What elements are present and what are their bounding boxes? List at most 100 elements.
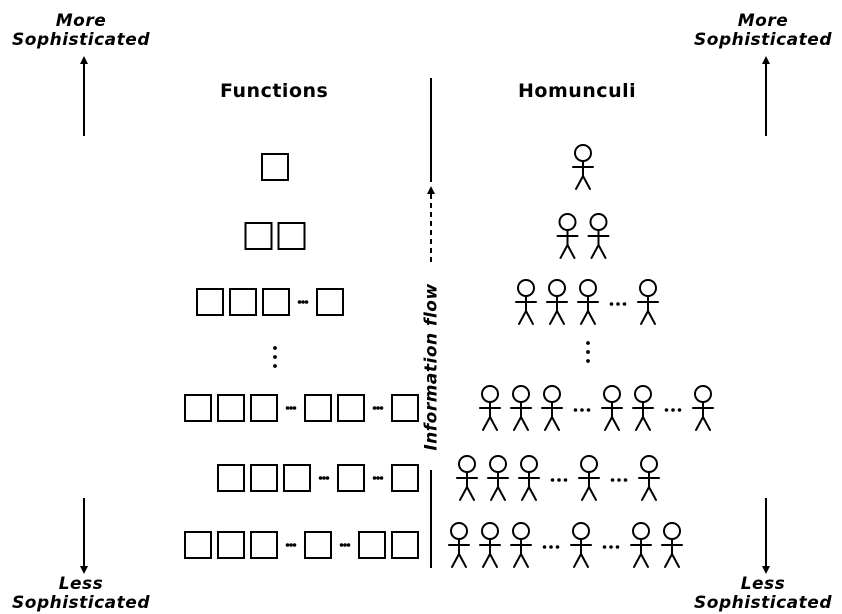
ellipsis-dot <box>623 478 628 482</box>
homunculus-figure <box>692 385 714 431</box>
ellipsis-dot <box>671 408 675 412</box>
ellipsis-dot <box>372 406 377 410</box>
ellipsis-dot <box>610 478 615 482</box>
homunculus-figure <box>587 213 610 259</box>
function-box <box>217 531 245 559</box>
ellipsis-dot <box>346 543 351 547</box>
ellipsis-dot <box>580 408 584 412</box>
ellipsis-dot <box>609 545 613 549</box>
ellipsis-dot <box>573 408 578 412</box>
ellipsis-dot <box>622 302 627 306</box>
bottom-left-label-line1: Less <box>58 574 104 594</box>
homunculus-figure <box>510 522 532 568</box>
ellipsis-dot <box>664 408 669 412</box>
bottom-right-label: Less Sophisticated <box>684 575 842 613</box>
homunculus-figure <box>515 279 537 325</box>
homunculus-figure <box>601 385 623 431</box>
ellipsis-dot <box>372 476 377 480</box>
vertical-ellipsis-dot <box>586 341 590 345</box>
vertical-ellipsis-dot <box>586 359 590 363</box>
homunculus-figure <box>632 385 654 431</box>
functions-pyramid <box>184 153 419 559</box>
ellipsis-dot <box>325 476 330 480</box>
function-box <box>196 288 224 316</box>
ellipsis-dot <box>376 406 380 410</box>
ellipsis-dot <box>563 478 568 482</box>
function-box <box>304 531 332 559</box>
homunculus-figure <box>630 522 652 568</box>
vertical-ellipsis-dot <box>586 350 590 354</box>
homunculus-figure <box>541 385 563 431</box>
homunculus-figure <box>638 455 660 501</box>
ellipsis-dot <box>549 545 553 549</box>
homunculus-figure <box>578 455 600 501</box>
homunculus-figure <box>456 455 478 501</box>
bottom-left-label: Less Sophisticated <box>2 575 160 613</box>
function-box <box>358 531 386 559</box>
bottom-left-label-line2: Sophisticated <box>12 593 150 613</box>
function-box <box>261 153 289 181</box>
homunculus-figure <box>637 279 659 325</box>
function-box <box>184 531 212 559</box>
function-box <box>277 222 306 250</box>
ellipsis-dot <box>557 478 561 482</box>
function-box <box>304 394 332 422</box>
homunculus-figure <box>577 279 599 325</box>
function-box <box>391 394 419 422</box>
ellipsis-dot <box>289 543 293 547</box>
homunculus-figure <box>572 144 594 190</box>
function-box <box>337 394 365 422</box>
bottom-right-label-line2: Sophisticated <box>694 593 832 613</box>
ellipsis-dot <box>379 476 384 480</box>
top-left-label-line1: More <box>55 11 107 31</box>
top-right-label-line1: More <box>737 11 789 31</box>
homunculus-figure <box>479 522 501 568</box>
function-box <box>184 394 212 422</box>
ellipsis-dot <box>297 300 302 304</box>
homunculus-figure <box>518 455 540 501</box>
top-left-label: More Sophisticated <box>2 12 160 50</box>
ellipsis-dot <box>376 476 380 480</box>
ellipsis-dot <box>292 406 297 410</box>
ellipsis-dot <box>289 406 293 410</box>
function-box <box>283 464 311 492</box>
function-box <box>229 288 257 316</box>
ellipsis-dot <box>617 478 621 482</box>
ellipsis-dot <box>586 408 591 412</box>
ellipsis-dot <box>304 300 309 304</box>
ellipsis-dot <box>322 476 326 480</box>
functions-title: Functions <box>220 80 329 102</box>
function-box <box>250 531 278 559</box>
bottom-right-label-line1: Less <box>740 574 786 594</box>
ellipsis-dot <box>318 476 323 480</box>
homunculus-figure <box>479 385 501 431</box>
ellipsis-dot <box>615 545 620 549</box>
homunculus-figure <box>510 385 532 431</box>
homunculus-figure <box>570 522 592 568</box>
ellipsis-dot <box>677 408 682 412</box>
ellipsis-dot <box>542 545 547 549</box>
function-box <box>316 288 344 316</box>
top-right-label-line2: Sophisticated <box>694 30 832 50</box>
homunculus-figure <box>661 522 683 568</box>
homunculus-figure <box>546 279 568 325</box>
ellipsis-dot <box>301 300 305 304</box>
homunculus-figure <box>487 455 509 501</box>
top-right-label: More Sophisticated <box>684 12 842 50</box>
ellipsis-dot <box>602 545 607 549</box>
information-flow-label: Information flow <box>421 283 442 451</box>
ellipsis-dot <box>550 478 555 482</box>
top-left-label-line2: Sophisticated <box>12 30 150 50</box>
function-box <box>250 464 278 492</box>
ellipsis-dot <box>285 543 290 547</box>
function-box <box>391 464 419 492</box>
ellipsis-dot <box>555 545 560 549</box>
vertical-ellipsis-dot <box>273 355 277 359</box>
vertical-ellipsis-dot <box>273 364 277 368</box>
function-box <box>244 222 273 250</box>
function-box <box>262 288 290 316</box>
ellipsis-dot <box>609 302 614 306</box>
function-box <box>217 464 245 492</box>
ellipsis-dot <box>339 543 344 547</box>
